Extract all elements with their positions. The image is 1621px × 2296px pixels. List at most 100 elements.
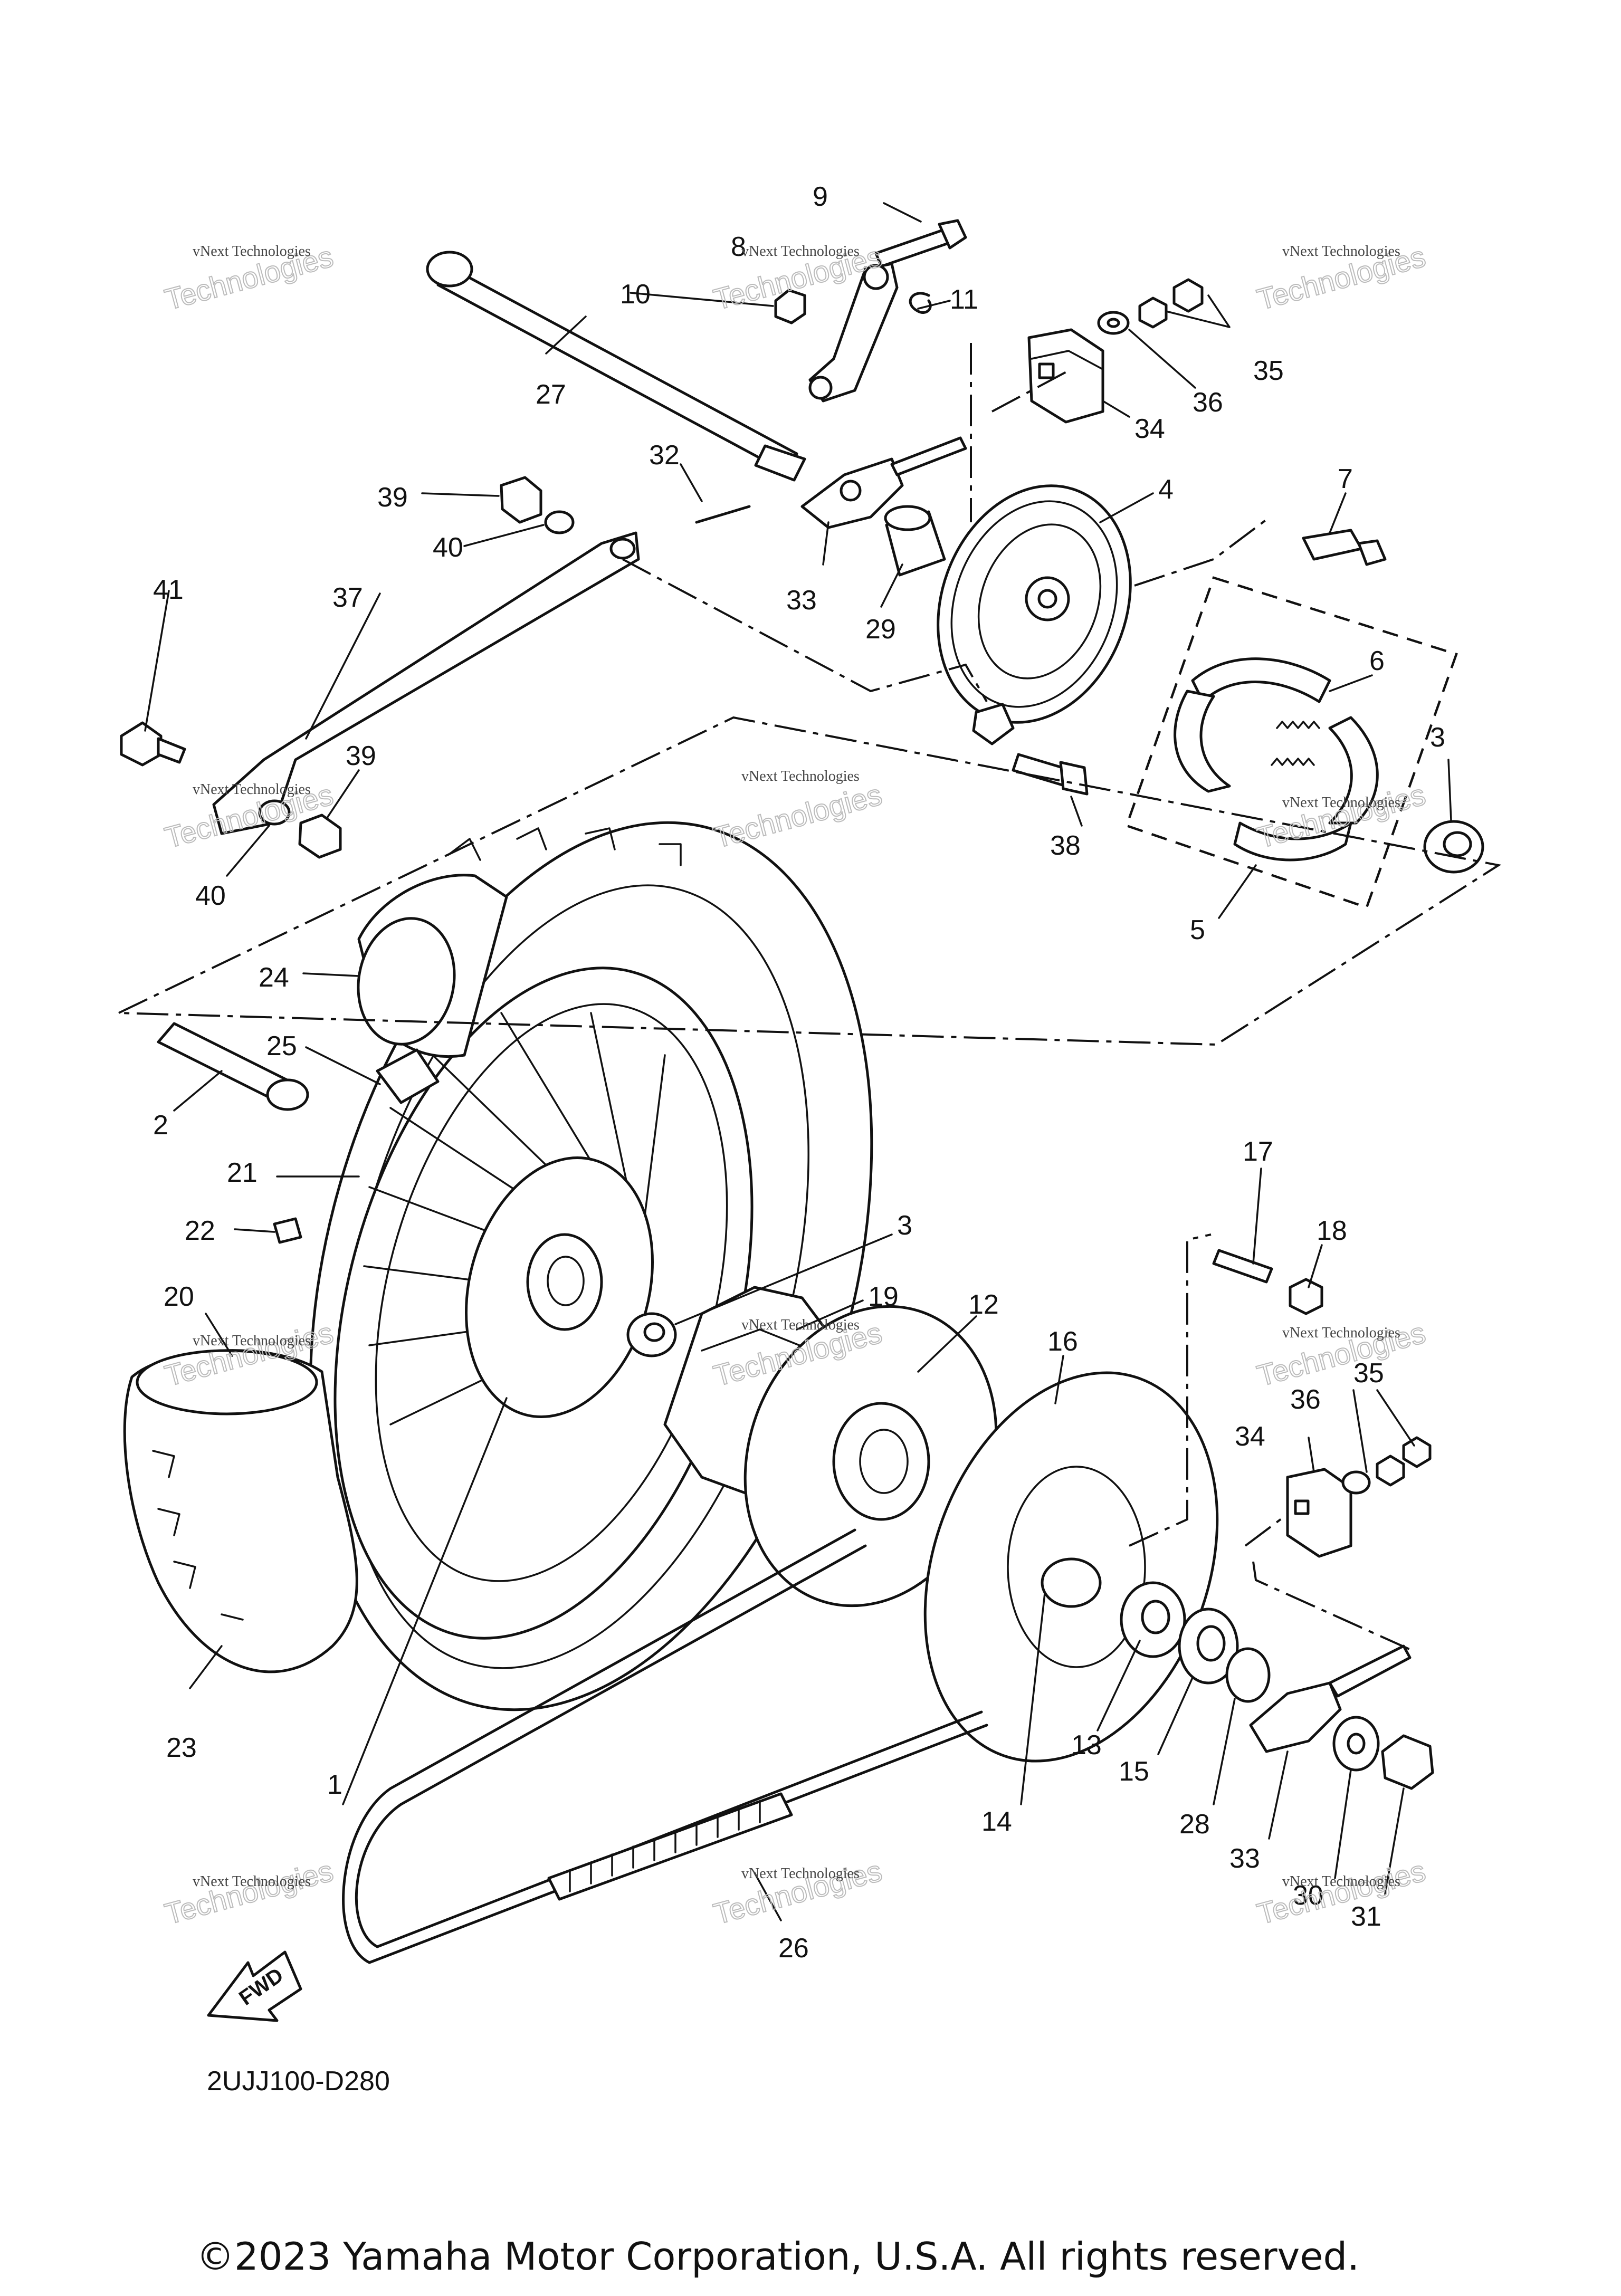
watermark-bottom-right: Technologies vNext Technologies <box>1253 1853 1429 1931</box>
chain-puller-part <box>800 436 967 529</box>
tire-part <box>123 1349 358 1673</box>
cotter-pin-part <box>695 505 751 524</box>
rear-hub-part <box>465 1156 654 1418</box>
bushing-part <box>500 476 542 524</box>
callout-21: 21 <box>227 1157 258 1188</box>
nut-part <box>774 289 806 324</box>
callout-13: 13 <box>1071 1730 1102 1761</box>
nipple-part <box>273 1217 302 1244</box>
tire-tube-part <box>357 874 508 1058</box>
brake-cam-lever-part <box>808 262 899 403</box>
callout-33: 33 <box>786 585 817 616</box>
callout-24: 24 <box>259 962 289 993</box>
svg-text:vNext Technologies: vNext Technologies <box>193 243 311 260</box>
clip-part <box>909 292 932 314</box>
callout-33: 33 <box>1229 1843 1260 1874</box>
collar-part <box>1225 1647 1271 1703</box>
callout-40: 40 <box>195 881 226 911</box>
oil-seal-part <box>1178 1608 1239 1685</box>
watermark-low-right: Technologies vNext Technologies <box>1253 1315 1429 1393</box>
washer-part <box>1332 1716 1380 1772</box>
sprocket-part <box>923 1371 1219 1763</box>
chain-link-part <box>547 1792 793 1901</box>
bearing-part <box>1423 820 1484 874</box>
diagram-code: 2UJJ100-D280 <box>207 2066 390 2097</box>
watermark-mid-middle: Technologies vNext Technologies <box>710 768 886 855</box>
svg-text:vNext Technologies: vNext Technologies <box>193 781 311 798</box>
nut-part <box>1289 1278 1323 1315</box>
callout-2: 2 <box>153 1110 168 1141</box>
bolt-part <box>1012 753 1089 796</box>
air-valve-part <box>1302 529 1387 566</box>
rear-axle-part <box>426 251 806 482</box>
rim-band-part <box>376 1048 440 1104</box>
callout-30: 30 <box>1293 1880 1323 1911</box>
stud-bolt-part <box>1212 1249 1273 1284</box>
bearing-part <box>626 1312 677 1357</box>
svg-text:vNext Technologies: vNext Technologies <box>193 1873 311 1890</box>
callout-6: 6 <box>1369 646 1385 676</box>
sprocket-hub-part <box>743 1305 998 1608</box>
brake-shoe-kit-box <box>1125 576 1458 909</box>
spring-part <box>1271 721 1320 766</box>
callout-17: 17 <box>1243 1136 1273 1167</box>
callout-37: 37 <box>332 582 363 613</box>
chain-puller-block-part <box>1027 328 1104 424</box>
drive-chain-part <box>342 1528 988 1964</box>
callout-7: 7 <box>1338 464 1353 494</box>
spacer-part <box>157 1022 309 1111</box>
callout-39: 39 <box>377 482 408 513</box>
callout-26: 26 <box>778 1933 809 1964</box>
callout-31: 31 <box>1351 1901 1381 1932</box>
callout-5: 5 <box>1190 915 1205 945</box>
watermark-bottom-left: Technologies vNext Technologies <box>161 1853 337 1931</box>
forward-direction-arrow: FWD <box>207 1950 302 2022</box>
callout-labels: 1 2 3 3 4 5 6 7 8 9 10 11 12 13 14 15 16… <box>153 181 1445 1964</box>
bushing-part <box>298 814 342 859</box>
svg-text:Technologies: Technologies <box>1254 1854 1429 1930</box>
callout-1: 1 <box>327 1769 342 1800</box>
watermark-top-left: Technologies vNext Technologies <box>161 239 337 317</box>
washer-part <box>1341 1470 1371 1495</box>
svg-text:vNext Technologies: vNext Technologies <box>741 768 860 785</box>
svg-text:Technologies: Technologies <box>161 1854 337 1930</box>
nut-part <box>1376 1436 1432 1487</box>
svg-text:vNext Technologies: vNext Technologies <box>741 1317 860 1333</box>
callout-38: 38 <box>1050 830 1081 861</box>
nut-part <box>1138 278 1204 329</box>
callout-41: 41 <box>153 575 184 605</box>
callout-4: 4 <box>1158 474 1174 505</box>
washer-part <box>544 510 575 534</box>
callout-3: 3 <box>897 1210 912 1241</box>
svg-text:vNext Technologies: vNext Technologies <box>1282 1325 1400 1341</box>
svg-text:vNext Technologies: vNext Technologies <box>741 243 860 260</box>
brake-shoe-part <box>1174 657 1379 862</box>
assembly-lines <box>118 343 1502 1652</box>
callout-34: 34 <box>1134 414 1165 444</box>
callout-32: 32 <box>649 440 680 471</box>
watermark-top-right: Technologies vNext Technologies <box>1253 239 1429 317</box>
callout-23: 23 <box>166 1733 197 1763</box>
callout-40: 40 <box>433 532 463 563</box>
chain-puller-block-part <box>1286 1468 1352 1558</box>
svg-text:Technologies: Technologies <box>710 778 885 854</box>
callout-10: 10 <box>620 279 651 310</box>
bearing-part <box>1120 1581 1186 1658</box>
callout-18: 18 <box>1317 1216 1347 1246</box>
svg-text:vNext Technologies: vNext Technologies <box>193 1333 311 1349</box>
callout-36: 36 <box>1193 387 1223 418</box>
axle-nut-part <box>1381 1734 1434 1790</box>
callout-11: 11 <box>950 284 978 315</box>
callout-29: 29 <box>865 614 896 645</box>
svg-text:vNext Technologies: vNext Technologies <box>1282 1873 1400 1890</box>
chain-puller-part <box>1249 1644 1412 1753</box>
callout-36: 36 <box>1290 1384 1321 1415</box>
callout-39: 39 <box>346 741 376 771</box>
svg-text:vNext Technologies: vNext Technologies <box>741 1866 860 1882</box>
svg-text:vNext Technologies: vNext Technologies <box>1282 243 1400 260</box>
callout-19: 19 <box>868 1281 899 1312</box>
watermark-bottom-middle: Technologies vNext Technologies <box>710 1853 886 1931</box>
callout-9: 9 <box>813 181 828 212</box>
callout-16: 16 <box>1047 1326 1078 1357</box>
